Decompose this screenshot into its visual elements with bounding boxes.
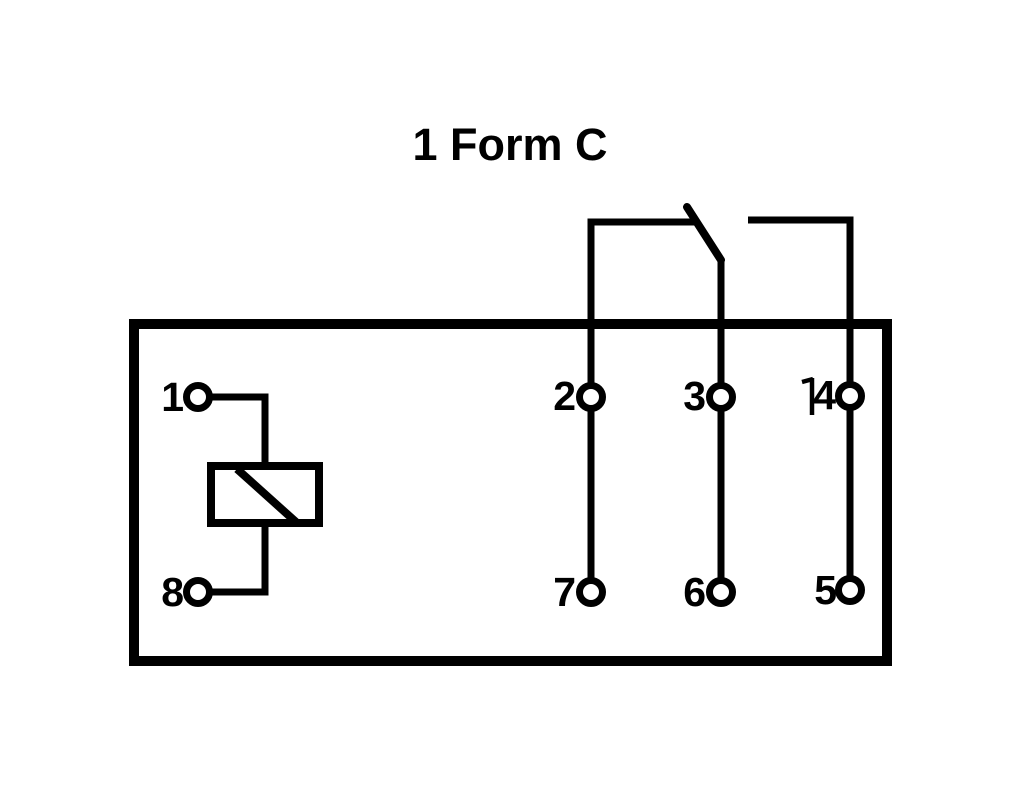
coil-symbol-slash: [234, 466, 299, 525]
stray-mark: [801, 376, 815, 415]
pin-4-label: 4: [813, 372, 836, 418]
diagram-title: 1 Form C: [412, 119, 607, 170]
pin-1-terminal: [183, 382, 213, 412]
pin-6-label: 6: [683, 569, 706, 615]
pin-3-label: 3: [683, 373, 706, 419]
pin-2-terminal: [576, 382, 606, 412]
stray-mark-hook: [801, 376, 814, 385]
pin-8-label: 8: [161, 569, 184, 615]
coil-symbol-box: [207, 462, 323, 527]
pin-5-terminal: [835, 575, 865, 605]
coil-pin8-wire: [206, 521, 269, 596]
pin-4-terminal: [835, 381, 865, 411]
pin-7-terminal: [576, 577, 606, 607]
pin-5-label: 5: [814, 567, 837, 613]
pin-6-terminal: [706, 577, 736, 607]
pin2-pin7-wire: [587, 218, 697, 592]
pin-2-label: 2: [553, 373, 576, 419]
pin1-coil-wire: [206, 393, 269, 468]
pin-8-terminal: [183, 577, 213, 607]
pin4-pin5-wire: [748, 216, 854, 590]
pin-3-terminal: [706, 382, 736, 412]
pin-1-label: 1: [161, 374, 184, 420]
pin-7-label: 7: [553, 569, 576, 615]
switch-blade: [683, 203, 725, 264]
